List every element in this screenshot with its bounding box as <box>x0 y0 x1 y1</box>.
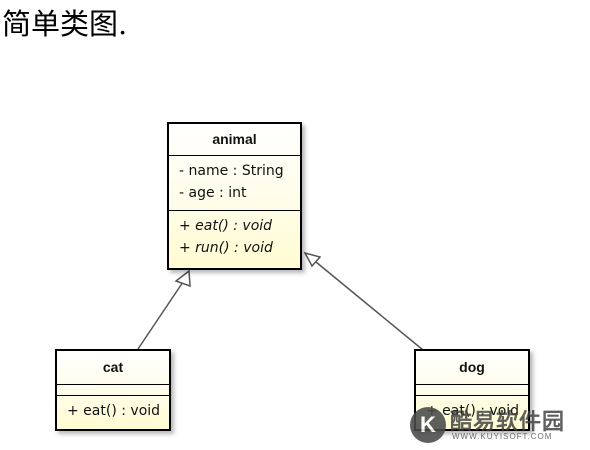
operation-eat: + eat() : void <box>426 403 520 419</box>
operation-eat: + eat() : void <box>67 403 161 419</box>
cat-generalization-arrowhead <box>174 269 191 288</box>
attribute-name: - name : String <box>179 163 284 179</box>
class-dog-operations: + eat() : void <box>416 396 528 422</box>
watermark-site-name: 酷易软件园 <box>450 410 566 435</box>
class-animal[interactable]: animal - name : String - age : int + eat… <box>167 122 302 270</box>
class-animal-attributes: - name : String - age : int <box>169 156 300 211</box>
dog-to-animal-edge <box>315 261 424 351</box>
class-cat-attributes <box>57 385 169 396</box>
class-dog-name: dog <box>416 351 528 385</box>
operation-eat: + eat() : void <box>179 218 273 234</box>
operation-run: + run() : void <box>179 240 273 256</box>
attribute-age: - age : int <box>179 185 247 201</box>
class-dog-attributes <box>416 385 528 396</box>
watermark-url: WWW.KUYISOFT.COM <box>452 432 553 441</box>
class-cat-operations: + eat() : void <box>57 396 169 422</box>
dog-generalization-arrowhead <box>303 251 322 268</box>
class-animal-operations: + eat() : void + run() : void <box>169 211 300 259</box>
cat-to-animal-edge <box>137 281 184 350</box>
page-heading: 简单类图. <box>2 7 128 41</box>
class-cat[interactable]: cat + eat() : void <box>55 349 171 431</box>
watermark-logo-icon: K <box>410 407 446 443</box>
class-animal-name: animal <box>169 124 300 156</box>
class-cat-name: cat <box>57 351 169 385</box>
